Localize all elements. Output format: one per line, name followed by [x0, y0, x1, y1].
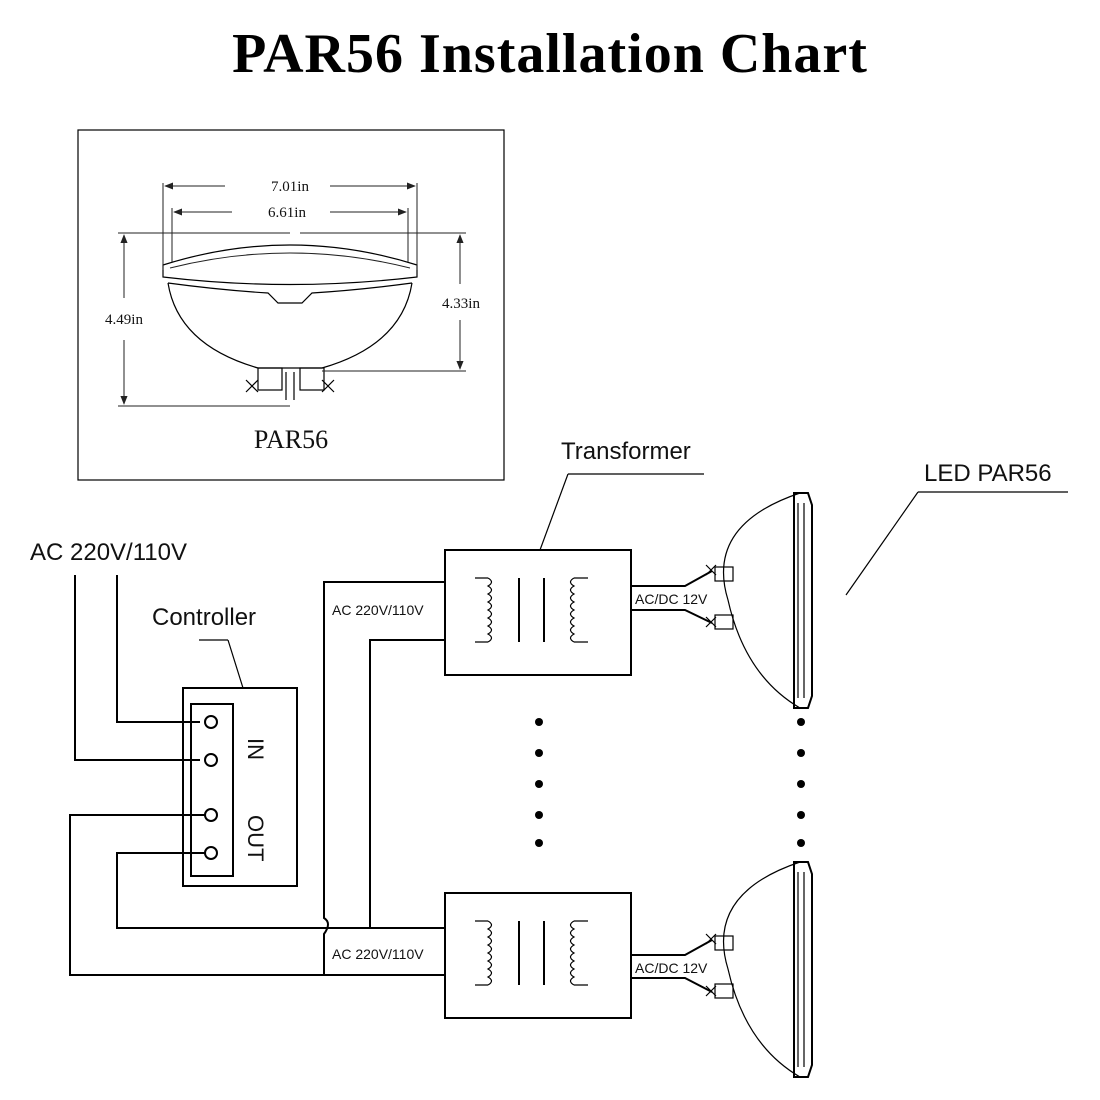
dimension-outer-width: 7.01in — [162, 179, 418, 270]
output-wire-a — [69, 814, 445, 976]
controller-label: Controller — [152, 604, 256, 631]
dim-inner-width-text: 6.61in — [268, 205, 306, 221]
terminal-in-1 — [204, 715, 218, 729]
transformer-top — [444, 549, 632, 676]
terminal-out-1 — [204, 808, 218, 822]
transformer-input-bottom: AC 220V/110V — [332, 946, 424, 962]
bus-wire-b — [369, 639, 445, 928]
output-voltage-bottom: AC/DC 12V — [635, 960, 708, 976]
transformer-bottom — [444, 892, 632, 1019]
detail-frame — [77, 129, 505, 481]
par56-lamp-side-view — [162, 244, 418, 400]
dimension-total-height: 4.49in — [105, 232, 290, 407]
power-source-label: AC 220V/110V — [30, 539, 187, 566]
output-wire-b — [116, 852, 445, 929]
dim-total-height-text: 4.49in — [105, 312, 143, 328]
transformer-input-top: AC 220V/110V — [332, 602, 424, 618]
lamp-caption: PAR56 — [254, 425, 328, 454]
bus-wire-a — [323, 581, 445, 975]
source-wire-b — [74, 575, 200, 761]
dimension-inner-width: 6.61in — [171, 205, 409, 262]
source-wire-a — [116, 575, 200, 723]
terminal-in-2 — [204, 753, 218, 767]
controller-in-label: IN — [243, 738, 268, 760]
controller-out-label: OUT — [243, 815, 268, 861]
transformer-label: Transformer — [561, 438, 691, 465]
dim-outer-width-text: 7.01in — [271, 179, 309, 195]
page-title: PAR56 Installation Chart — [232, 23, 868, 85]
led-par56-top — [705, 492, 813, 709]
terminal-out-2 — [204, 846, 218, 860]
lamp-dimension-panel: 7.01in 6.61in 4.49in 4.33in PAR56 — [77, 129, 505, 481]
dimension-body-height: 4.33in — [300, 232, 480, 372]
output-cable-top: AC/DC 12V — [631, 570, 713, 624]
output-voltage-top: AC/DC 12V — [635, 591, 708, 607]
led-label: LED PAR56 — [924, 460, 1052, 487]
continuation-dots-transformers — [535, 718, 543, 847]
output-cable-bottom: AC/DC 12V — [631, 939, 713, 993]
controller-box: IN OUT — [182, 687, 298, 887]
dim-body-height-text: 4.33in — [442, 296, 480, 312]
continuation-dots-lamps — [797, 718, 805, 847]
led-par56-bottom — [705, 861, 813, 1078]
